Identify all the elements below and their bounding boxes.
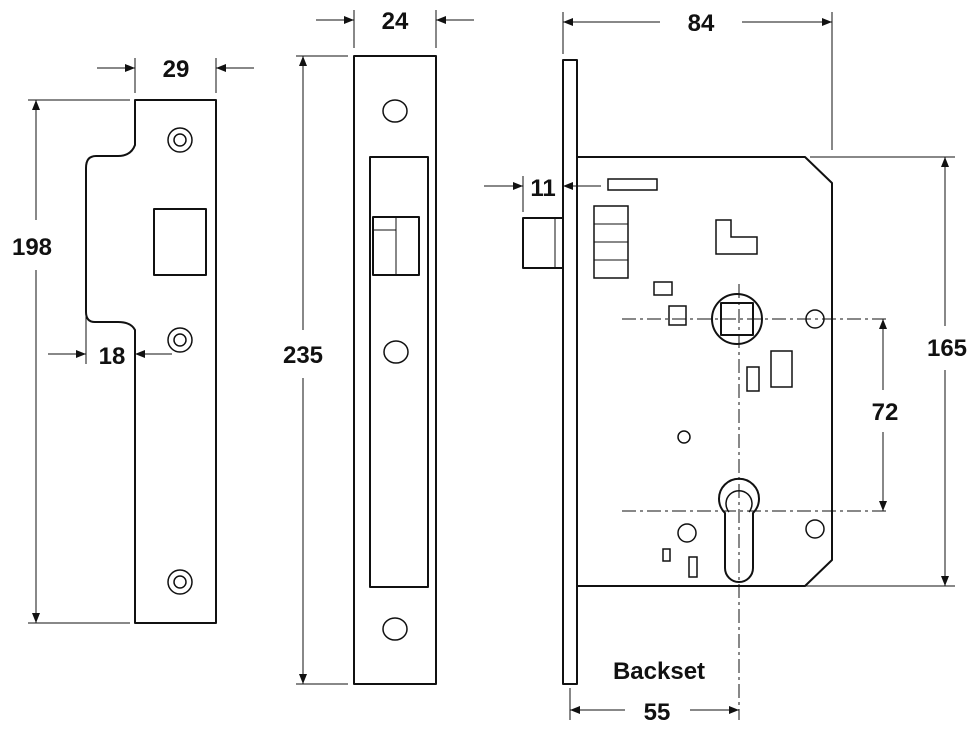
case-slot-e: [662, 548, 671, 562]
faceplate-latch-bolt: [372, 216, 420, 276]
strike-width-dimension: 29: [97, 56, 254, 93]
centres-dimension: 72: [872, 319, 899, 511]
strike-screw-hole-bottom: [167, 569, 193, 595]
strike-width-label: 29: [163, 56, 190, 83]
backset-label: Backset: [613, 658, 705, 685]
case-slot-top: [607, 178, 658, 191]
case-height-label: 165: [927, 335, 967, 362]
centres-label: 72: [872, 399, 899, 426]
strike-latch-opening: [153, 208, 207, 276]
latch-projection-dimension: 11: [484, 175, 601, 212]
backset-dimension: Backset 55: [569, 658, 739, 726]
case-slot-small-a: [653, 281, 673, 296]
faceplate-screw-hole-middle: [383, 340, 409, 364]
case-slot-c: [770, 350, 793, 388]
latch-projection-label: 11: [530, 175, 555, 202]
case-height-dimension: 165: [806, 156, 967, 587]
fixing-hole-bottom: [805, 519, 825, 539]
catch-lever: [715, 219, 758, 255]
faceplate-width-dimension: 24: [316, 8, 474, 48]
strike-screw-hole-top: [167, 127, 193, 153]
faceplate-height-label: 235: [283, 342, 323, 369]
backset-value-label: 55: [644, 699, 671, 726]
latch-bolt: [522, 217, 564, 269]
face-plate: [353, 55, 437, 685]
strike-height-label: 198: [12, 234, 52, 261]
lock-side-view: [522, 59, 890, 720]
faceplate-width-label: 24: [382, 8, 409, 35]
case-rivet: [677, 430, 691, 444]
euro-cylinder-hole: [718, 477, 760, 583]
faceplate-screw-hole-bottom: [382, 617, 408, 641]
strike-plate: [85, 99, 217, 624]
strike-height-dimension: 198: [12, 99, 130, 624]
strike-lip-label: 18: [99, 343, 126, 370]
faceplate-height-dimension: 235: [283, 55, 348, 685]
forend-plate: [562, 59, 578, 685]
strike-screw-hole-middle: [167, 327, 193, 353]
case-slot-f: [688, 556, 698, 578]
case-depth-dimension: 84: [562, 10, 833, 150]
case-rivet-left: [677, 523, 697, 543]
case-depth-label: 84: [688, 10, 715, 37]
lock-case: [576, 156, 833, 587]
faceplate-screw-hole-top: [382, 99, 408, 123]
strike-lip-dimension: 18: [48, 316, 172, 370]
case-slot-small-b: [668, 305, 687, 326]
case-slot-d: [746, 366, 760, 392]
